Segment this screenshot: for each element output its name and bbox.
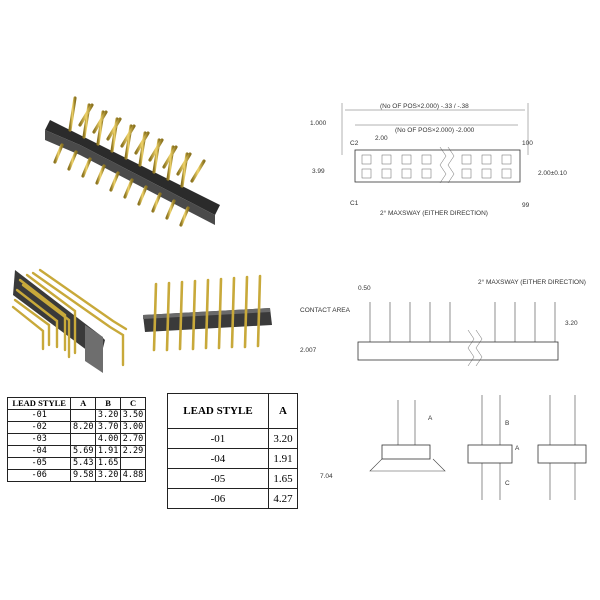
end-label-a-right: A bbox=[515, 445, 520, 452]
table-header-row: LEAD STYLE A B C bbox=[6, 397, 146, 410]
cell: 1.91 bbox=[267, 448, 299, 469]
cell: 3.00 bbox=[120, 421, 146, 434]
table-row: -03 4.00 2.70 bbox=[6, 433, 146, 446]
cell: 2.29 bbox=[120, 445, 146, 458]
cell: 9.58 bbox=[70, 469, 97, 482]
dim-pin: 3.20 bbox=[565, 320, 578, 327]
cell: 1.91 bbox=[95, 445, 122, 458]
header-a: A bbox=[70, 397, 97, 410]
table-row: -02 8.20 3.70 3.00 bbox=[6, 421, 146, 434]
cell: -01 bbox=[167, 428, 269, 449]
end-label-b: B bbox=[505, 420, 509, 427]
label-c99: 99 bbox=[522, 202, 530, 209]
cell bbox=[120, 457, 146, 470]
sway-note-side: 2° MAXSWAY (EITHER DIRECTION) bbox=[478, 278, 586, 286]
dim-height: 3.99 bbox=[312, 168, 325, 175]
cell: 4.88 bbox=[120, 469, 146, 482]
header-b: B bbox=[95, 397, 122, 410]
header-lead-style: LEAD STYLE bbox=[6, 397, 72, 410]
table-row: -06 4.27 bbox=[167, 488, 299, 509]
dim-width: 7.04 bbox=[320, 473, 333, 480]
label-c2: C2 bbox=[350, 140, 359, 147]
lead-style-table-a: LEAD STYLE A -01 3.20 -04 1.91 -05 1.65 … bbox=[167, 393, 299, 509]
lead-style-table-abc: LEAD STYLE A B C -01 3.20 3.50 -02 8.20 … bbox=[6, 397, 146, 482]
label-c1: C1 bbox=[350, 200, 359, 207]
cell: 5.43 bbox=[70, 457, 97, 470]
header-a: A bbox=[267, 393, 299, 429]
cell: -05 bbox=[167, 468, 269, 489]
render-dual-row-angled bbox=[11, 268, 128, 373]
table-row: -04 1.91 bbox=[167, 448, 299, 469]
side-view-drawing: 0.50 CONTACT AREA 2° MAXSWAY (EITHER DIR… bbox=[300, 278, 586, 367]
cell: 1.65 bbox=[95, 457, 122, 470]
cell: -01 bbox=[6, 409, 72, 422]
dim-row-spacing: 2.00±0.10 bbox=[538, 170, 567, 177]
cell: -03 bbox=[6, 433, 72, 446]
dim-left: 1.000 bbox=[310, 120, 327, 127]
dim-pitch: 2.00 bbox=[375, 135, 388, 142]
contact-area-label: CONTACT AREA bbox=[300, 307, 351, 314]
header-lead-style: LEAD STYLE bbox=[167, 393, 269, 429]
dim-overall: (No OF POS×2.000) -.33 / -.38 bbox=[380, 103, 469, 110]
cell: 4.00 bbox=[95, 433, 122, 446]
cell: 4.27 bbox=[267, 488, 299, 509]
table-row: -01 3.20 3.50 bbox=[6, 409, 146, 422]
dim-tip: 0.50 bbox=[358, 285, 371, 292]
table-header-row: LEAD STYLE A bbox=[167, 393, 299, 429]
label-c100: 100 bbox=[522, 140, 533, 147]
cell: -04 bbox=[6, 445, 72, 458]
cell bbox=[70, 409, 97, 422]
sway-note-top: 2° MAXSWAY (EITHER DIRECTION) bbox=[380, 209, 488, 217]
cell: -02 bbox=[6, 421, 72, 434]
table-row: -04 5.69 1.91 2.29 bbox=[6, 445, 146, 458]
cell: -05 bbox=[6, 457, 72, 470]
dim-pitch-row: (No OF POS×2.000) -2.000 bbox=[395, 127, 475, 134]
cell: -04 bbox=[167, 448, 269, 469]
table-row: -05 5.43 1.65 bbox=[6, 457, 146, 470]
cell: 8.20 bbox=[70, 421, 97, 434]
cell: -06 bbox=[6, 469, 72, 482]
cell: -06 bbox=[167, 488, 269, 509]
cell: 2.70 bbox=[120, 433, 146, 446]
cell: 1.65 bbox=[267, 468, 299, 489]
render-single-row-straight bbox=[143, 274, 272, 352]
table-row: -05 1.65 bbox=[167, 468, 299, 489]
dim-body: 2.007 bbox=[300, 347, 317, 354]
end-label-a-left: A bbox=[428, 415, 433, 422]
top-view-drawing: (No OF POS×2.000) -.33 / -.38 (No OF POS… bbox=[310, 103, 567, 217]
cell: 3.20 bbox=[267, 428, 299, 449]
render-dual-row-right-angle bbox=[45, 96, 220, 227]
header-c: C bbox=[120, 397, 146, 410]
end-label-c: C bbox=[505, 480, 510, 487]
cell: 3.20 bbox=[95, 469, 122, 482]
table-row: -01 3.20 bbox=[167, 428, 299, 449]
cell: 3.70 bbox=[95, 421, 122, 434]
cell: 3.20 bbox=[95, 409, 122, 422]
cell: 3.50 bbox=[120, 409, 146, 422]
cell bbox=[70, 433, 97, 446]
table-row: -06 9.58 3.20 4.88 bbox=[6, 469, 146, 482]
end-views-drawing: A 7.04 B A C bbox=[320, 395, 587, 500]
cell: 5.69 bbox=[70, 445, 97, 458]
